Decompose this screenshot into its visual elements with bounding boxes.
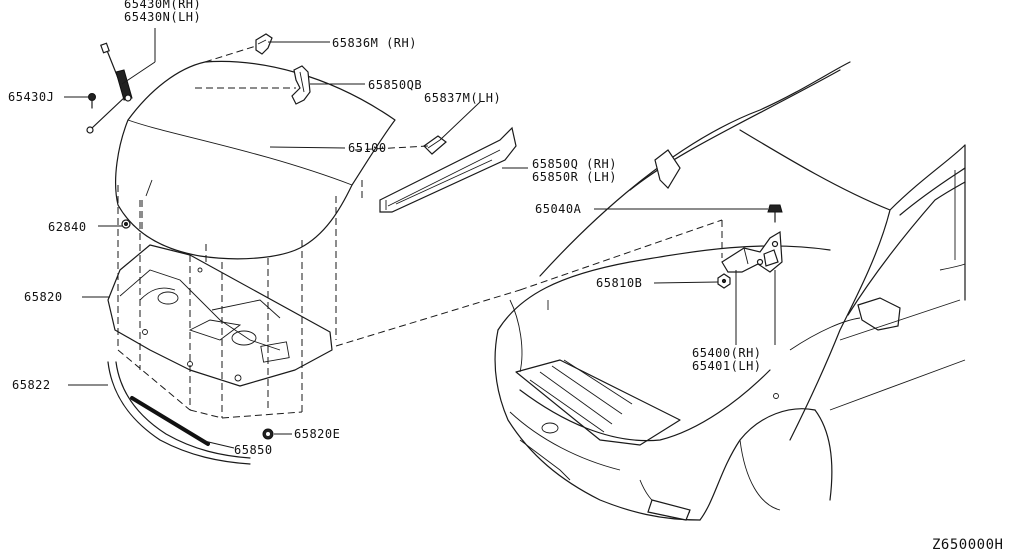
label-65850: 65850: [234, 443, 273, 457]
ball-stud: [88, 93, 96, 109]
label-65837m: 65837M(LH): [424, 91, 501, 105]
hood-insulator: [107, 244, 333, 387]
vehicle-outline: [494, 61, 966, 521]
label-65850r: 65850R (LH): [532, 170, 617, 184]
bracket-65850qb: [291, 65, 311, 105]
clip-65836m: [255, 33, 273, 55]
rubber-strip: [130, 396, 210, 446]
hinge-nut: [717, 273, 731, 289]
part-labels: 65430M(RH) 65430N(LH) 65836M (RH) 65850Q…: [8, 0, 1003, 553]
label-65822: 65822: [12, 378, 51, 392]
hood-panel: [115, 60, 396, 260]
label-65836m: 65836M (RH): [332, 36, 417, 50]
hood-stay: [86, 42, 133, 134]
label-65040a: 65040A: [535, 202, 582, 216]
label-65820e: 65820E: [294, 427, 340, 441]
clip-65820e: [262, 428, 274, 440]
hood-seal: [379, 126, 517, 213]
part-65837m: [423, 135, 447, 155]
hood-hinge: [721, 230, 783, 273]
label-65430j: 65430J: [8, 90, 54, 104]
projection-lines: [117, 45, 723, 419]
label-65401: 65401(LH): [692, 359, 762, 373]
label-65820: 65820: [24, 290, 63, 304]
label-65430n: 65430N(LH): [124, 10, 201, 24]
hinge-bolt: [767, 204, 783, 223]
label-65810b: 65810B: [596, 276, 642, 290]
grommet-62840: [121, 219, 131, 229]
marker-point: [773, 393, 779, 399]
label-62840: 62840: [48, 220, 87, 234]
label-65400: 65400(RH): [692, 346, 762, 360]
front-seal: [107, 361, 251, 465]
label-65430m: 65430M(RH): [124, 0, 201, 11]
label-65850qb: 65850QB: [368, 78, 422, 92]
label-65850q: 65850Q (RH): [532, 157, 617, 171]
diagram-code: Z650000H: [932, 537, 1003, 553]
leader-lines: [64, 28, 776, 449]
label-65100: 65100: [348, 141, 387, 155]
